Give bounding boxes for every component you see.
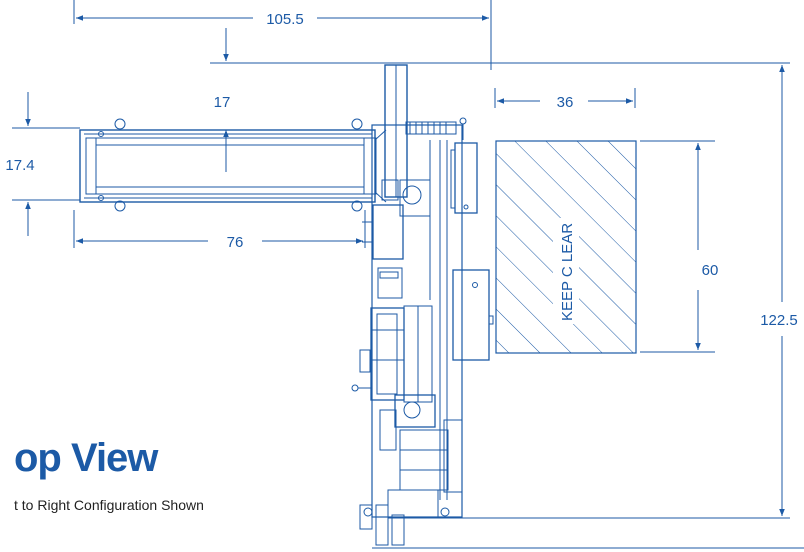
dim-clear-width: 36 [557, 94, 574, 111]
machine-frame [351, 64, 494, 546]
dim-conveyor-length: 76 [227, 234, 244, 251]
keep-clear-zone: KEEP C LEAR [495, 140, 637, 354]
dim-clear-depth: 60 [702, 262, 719, 279]
dim-overall-length: 122.5 [760, 312, 798, 329]
dimension-lines [12, 0, 790, 519]
dim-overall-width: 105.5 [266, 11, 304, 28]
configuration-note: t to Right Configuration Shown [14, 497, 204, 513]
dim-conveyor-width: 17.4 [5, 157, 34, 174]
view-title: op View [14, 436, 158, 480]
conveyor [79, 118, 387, 212]
keep-clear-label: KEEP C LEAR [559, 223, 576, 321]
dimension-values: 105.5 17 17.4 76 36 60 122.5 [5, 11, 797, 329]
dim-offset-top: 17 [214, 94, 231, 111]
